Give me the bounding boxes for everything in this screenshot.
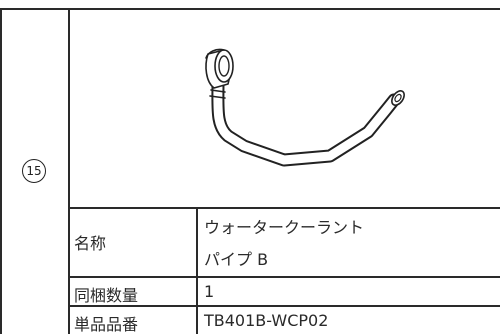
table-border-left: [0, 8, 2, 334]
item-index: 15: [0, 8, 68, 334]
row-divider-2: [68, 305, 500, 307]
value-name-line1: ウォータークーラント: [204, 218, 365, 237]
index-divider: [68, 8, 70, 334]
label-name: 名称: [74, 234, 107, 253]
coolant-pipe-icon: [205, 48, 405, 167]
item-index-number: 15: [22, 159, 46, 183]
label-part-number: 単品品番: [74, 315, 139, 334]
coolant-pipe-illustration: [68, 8, 500, 208]
image-bottom-divider: [68, 207, 500, 209]
table-border-top: [0, 8, 500, 10]
label-quantity: 同梱数量: [74, 286, 139, 305]
value-name-line2: パイプ B: [204, 250, 269, 269]
value-quantity: 1: [204, 282, 215, 301]
value-part-number: TB401B-WCP02: [204, 311, 329, 330]
row-divider-1: [68, 276, 500, 278]
label-divider: [196, 207, 198, 334]
